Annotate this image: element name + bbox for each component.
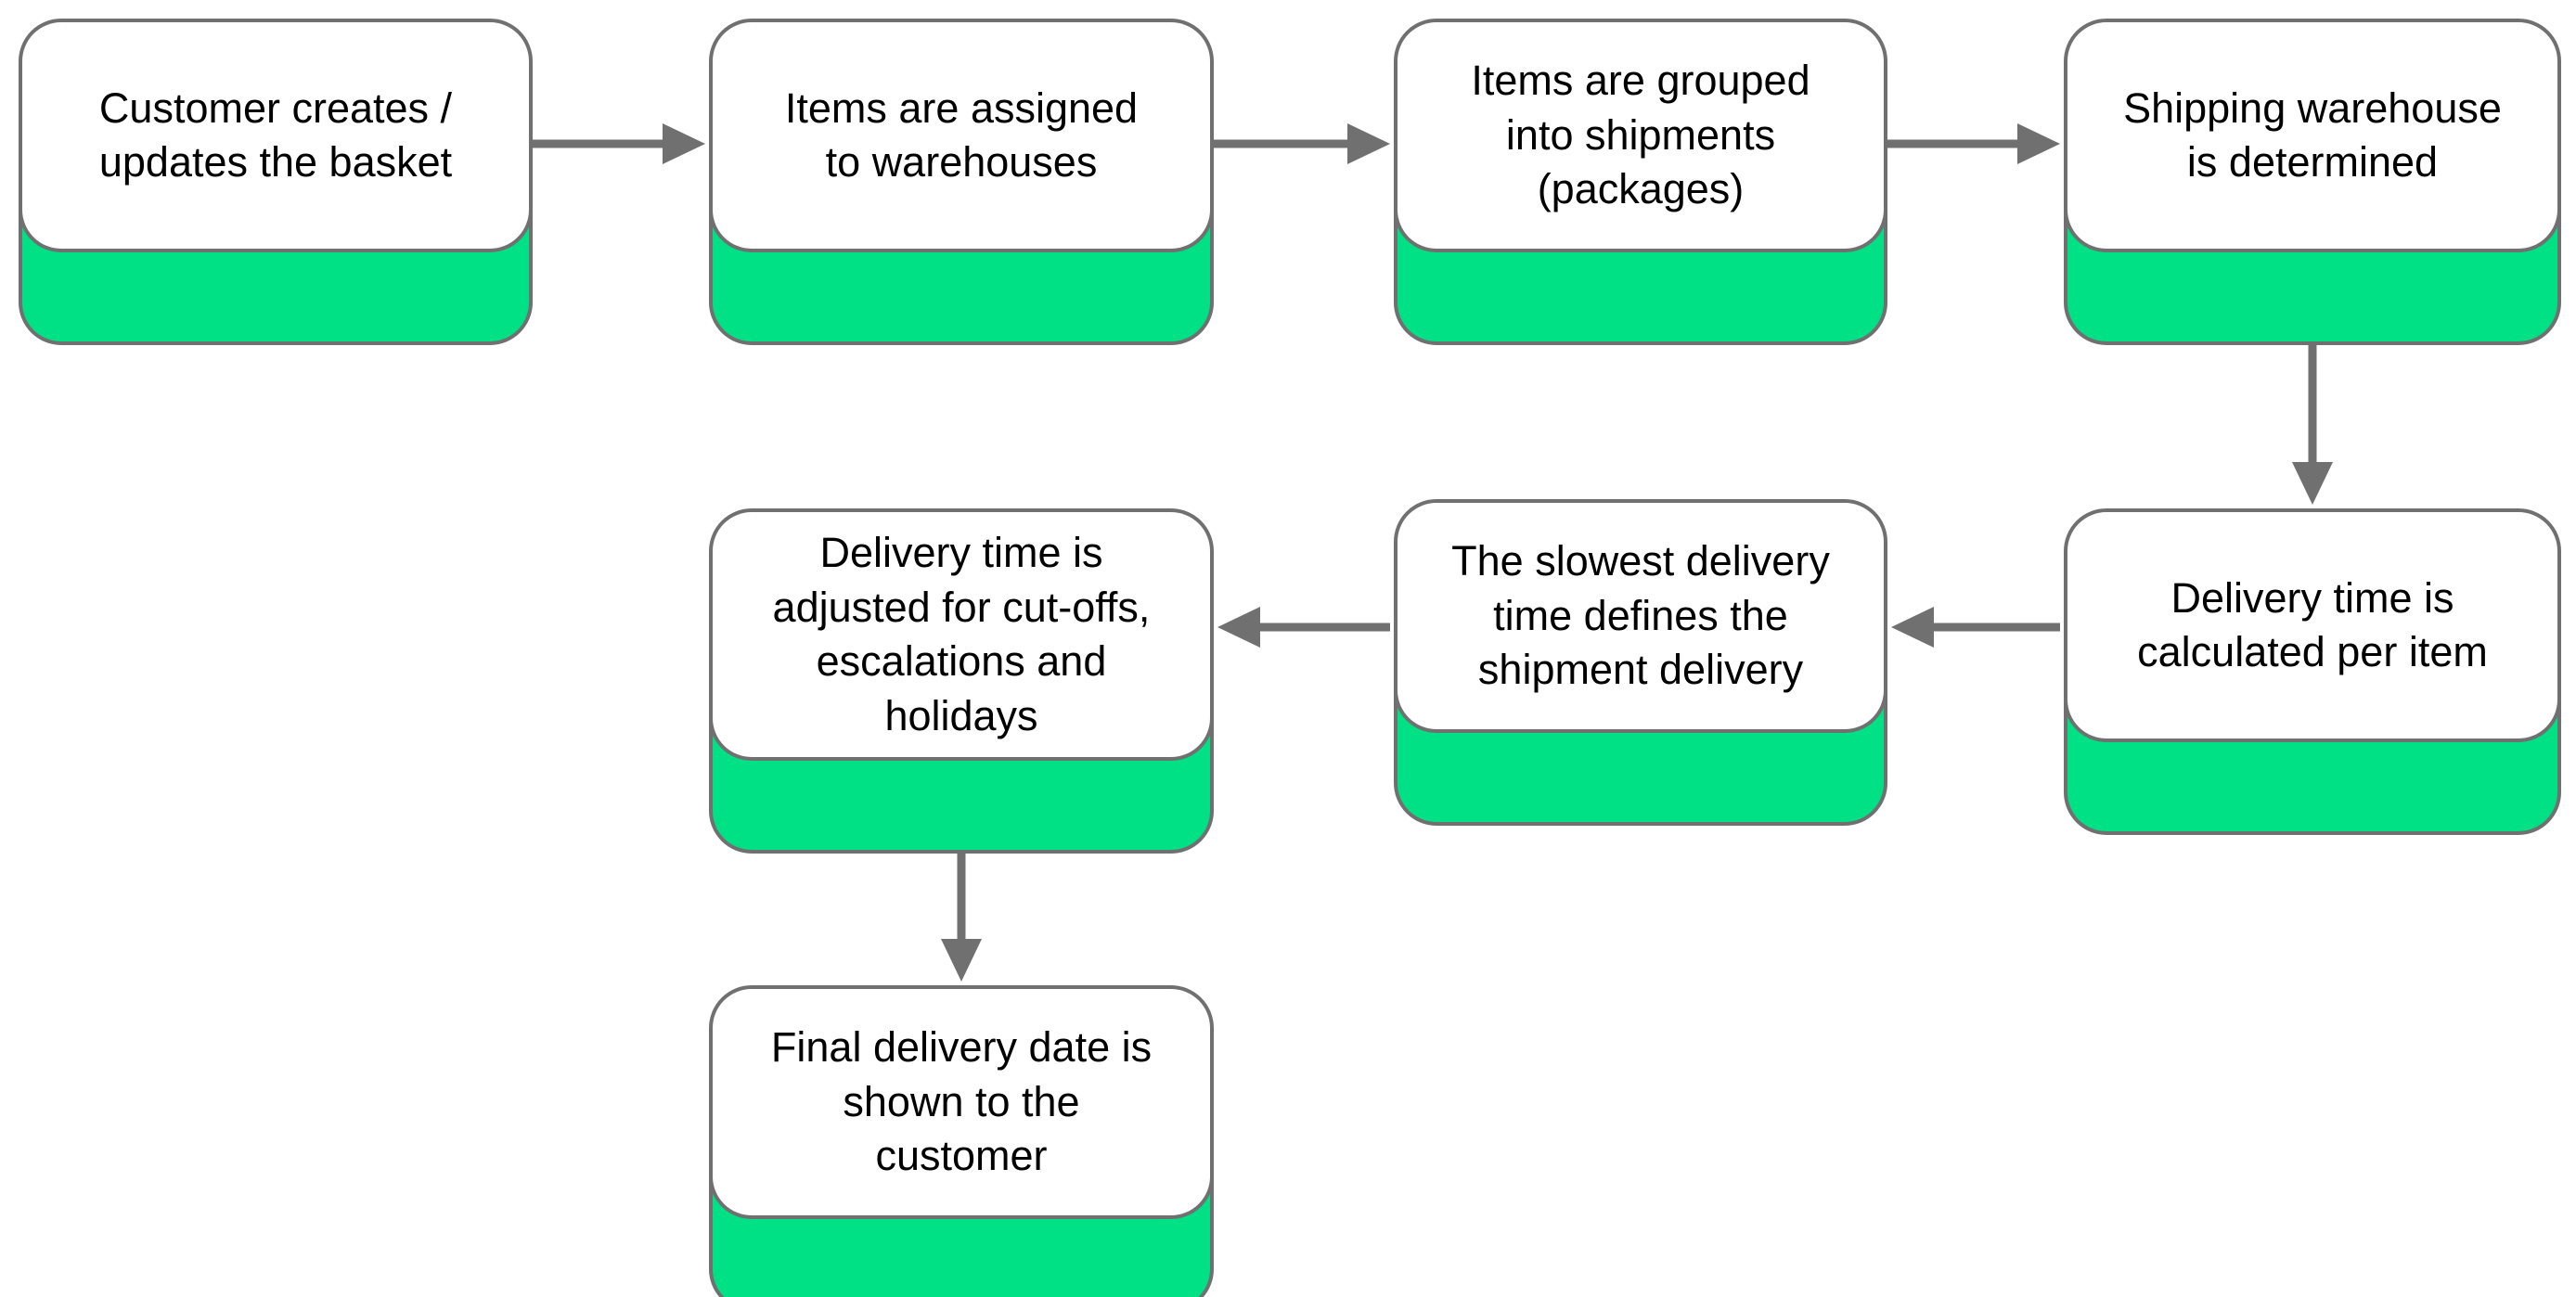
flow-edge-e5 <box>1891 607 2060 648</box>
node-card[interactable]: Final delivery date is shown to the cust… <box>709 985 1214 1219</box>
arrow-head-icon <box>663 123 705 164</box>
node-label: Items are assigned to warehouses <box>784 83 1139 186</box>
arrow-head-icon <box>1217 607 1260 648</box>
node-label: Final delivery date is shown to the cust… <box>770 1023 1153 1180</box>
node-label: The slowest delivery time defines the sh… <box>1451 537 1830 694</box>
node-label: Shipping warehouse is determined <box>2123 83 2502 186</box>
flow-node-n4[interactable]: Shipping warehouse is determined <box>2064 19 2561 345</box>
flow-edge-e3 <box>1887 123 2060 164</box>
node-label: Delivery time is adjusted for cut-offs, … <box>772 529 1151 739</box>
arrow-head-icon <box>1891 607 1934 648</box>
arrow-head-icon <box>2292 462 2333 505</box>
node-card[interactable]: The slowest delivery time defines the sh… <box>1394 499 1887 733</box>
flow-node-n3[interactable]: Items are grouped into shipments (packag… <box>1394 19 1887 345</box>
flow-node-n6[interactable]: The slowest delivery time defines the sh… <box>1394 499 1887 826</box>
arrow-head-icon <box>1347 123 1390 164</box>
node-card[interactable]: Items are grouped into shipments (packag… <box>1394 19 1887 252</box>
arrow-head-icon <box>2017 123 2060 164</box>
flow-node-n7[interactable]: Delivery time is adjusted for cut-offs, … <box>709 508 1214 854</box>
arrow-head-icon <box>941 939 982 982</box>
node-label: Customer creates / updates the basket <box>98 83 453 186</box>
flow-edge-e1 <box>533 123 705 164</box>
node-card[interactable]: Delivery time is adjusted for cut-offs, … <box>709 508 1214 761</box>
flow-node-n5[interactable]: Delivery time is calculated per item <box>2064 508 2561 835</box>
node-card[interactable]: Items are assigned to warehouses <box>709 19 1214 252</box>
flow-node-n1[interactable]: Customer creates / updates the basket <box>19 19 533 345</box>
flow-edge-e6 <box>1217 607 1390 648</box>
flow-node-n8[interactable]: Final delivery date is shown to the cust… <box>709 985 1214 1297</box>
node-card[interactable]: Delivery time is calculated per item <box>2064 508 2561 742</box>
node-label: Items are grouped into shipments (packag… <box>1471 57 1810 213</box>
flow-edge-e4 <box>2292 327 2333 505</box>
node-label: Delivery time is calculated per item <box>2137 573 2488 676</box>
flow-edge-e2 <box>1214 123 1390 164</box>
node-card[interactable]: Shipping warehouse is determined <box>2064 19 2561 252</box>
flow-node-n2[interactable]: Items are assigned to warehouses <box>709 19 1214 345</box>
node-card[interactable]: Customer creates / updates the basket <box>19 19 533 252</box>
